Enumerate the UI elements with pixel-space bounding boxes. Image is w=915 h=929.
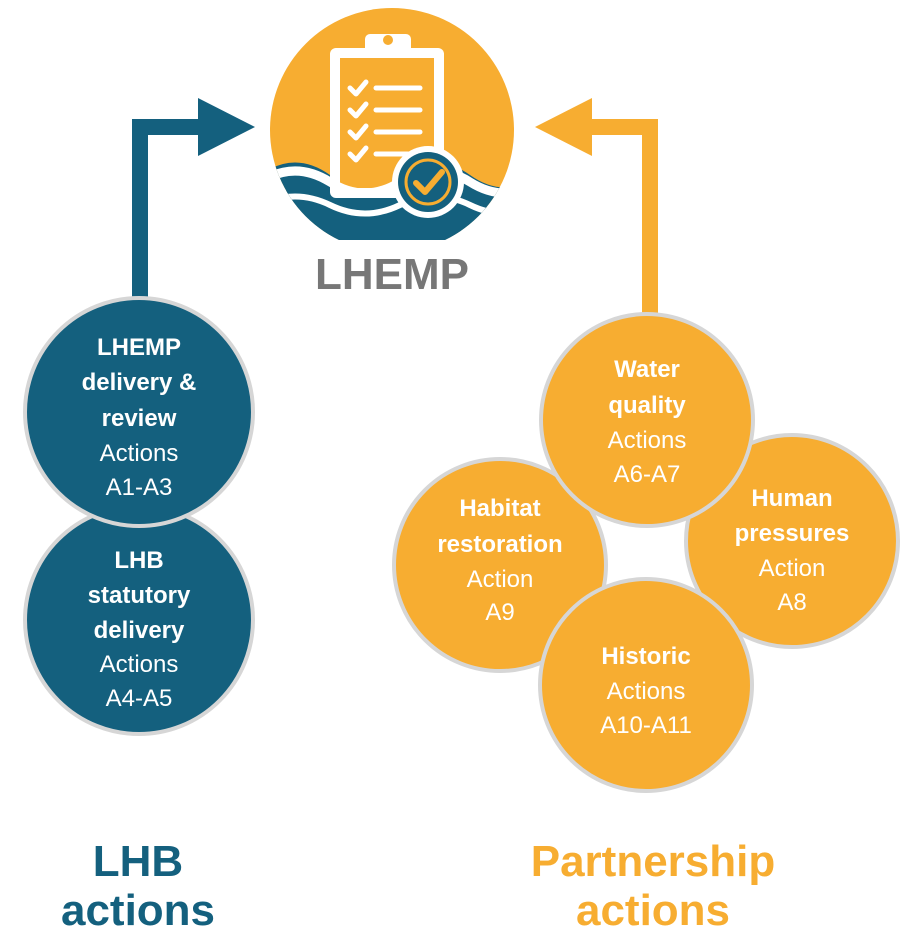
circle-label-line: Actions <box>100 440 179 467</box>
circle-label-line: quality <box>608 392 686 419</box>
circle-label-line: A10-A11 <box>600 712 692 739</box>
circle-label-line: restoration <box>437 531 562 558</box>
circle-label-line: Human <box>751 485 832 512</box>
left-group-title-line2: actions <box>61 886 215 929</box>
circle-label-line: A8 <box>777 589 806 616</box>
circle-label-line: pressures <box>735 520 850 547</box>
circle-label-line: Actions <box>100 651 179 678</box>
circle-label-line: A6-A7 <box>614 461 681 488</box>
left-group-title-line1: LHB <box>93 837 183 886</box>
right-group-title-line2: actions <box>576 886 730 929</box>
right-group-title-line1: Partnership <box>531 837 776 886</box>
left-arrow <box>132 98 255 310</box>
circle-label-line: A1-A3 <box>106 474 173 501</box>
circle-label-line: Actions <box>607 678 686 705</box>
circle-historic: Historic Actions A10-A11 <box>538 577 754 793</box>
circle-label-line: Action <box>759 555 826 582</box>
circle-label-line: delivery <box>94 617 185 644</box>
circle-water-quality: Water quality Actions A6-A7 <box>539 312 755 528</box>
clipboard-checklist-icon: LHEMP <box>270 8 514 299</box>
circle-label-line: Actions <box>608 427 687 454</box>
circle-label-line: LHB <box>114 547 163 574</box>
circle-label-line: Historic <box>601 643 690 670</box>
logo-label: LHEMP <box>315 250 469 299</box>
circle-label-line: Habitat <box>459 495 540 522</box>
circle-label-line: LHEMP <box>97 334 181 361</box>
right-arrow <box>535 98 658 320</box>
circle-label-line: Water <box>614 356 680 383</box>
circle-label-line: delivery & <box>82 369 197 396</box>
circle-label-line: Action <box>467 566 534 593</box>
circle-label-line: A9 <box>485 599 514 626</box>
circle-lhemp-delivery-review: LHEMP delivery & review Actions A1-A3 <box>23 296 255 528</box>
circle-lhb-statutory-delivery: LHB statutory delivery Actions A4-A5 <box>23 504 255 736</box>
circle-human-pressures: Human pressures Action A8 <box>684 433 900 649</box>
circle-label-line: review <box>102 405 177 432</box>
circle-habitat-restoration: Habitat restoration Action A9 <box>392 457 608 673</box>
circle-label-line: statutory <box>88 582 191 609</box>
circle-label-line: A4-A5 <box>106 685 173 712</box>
